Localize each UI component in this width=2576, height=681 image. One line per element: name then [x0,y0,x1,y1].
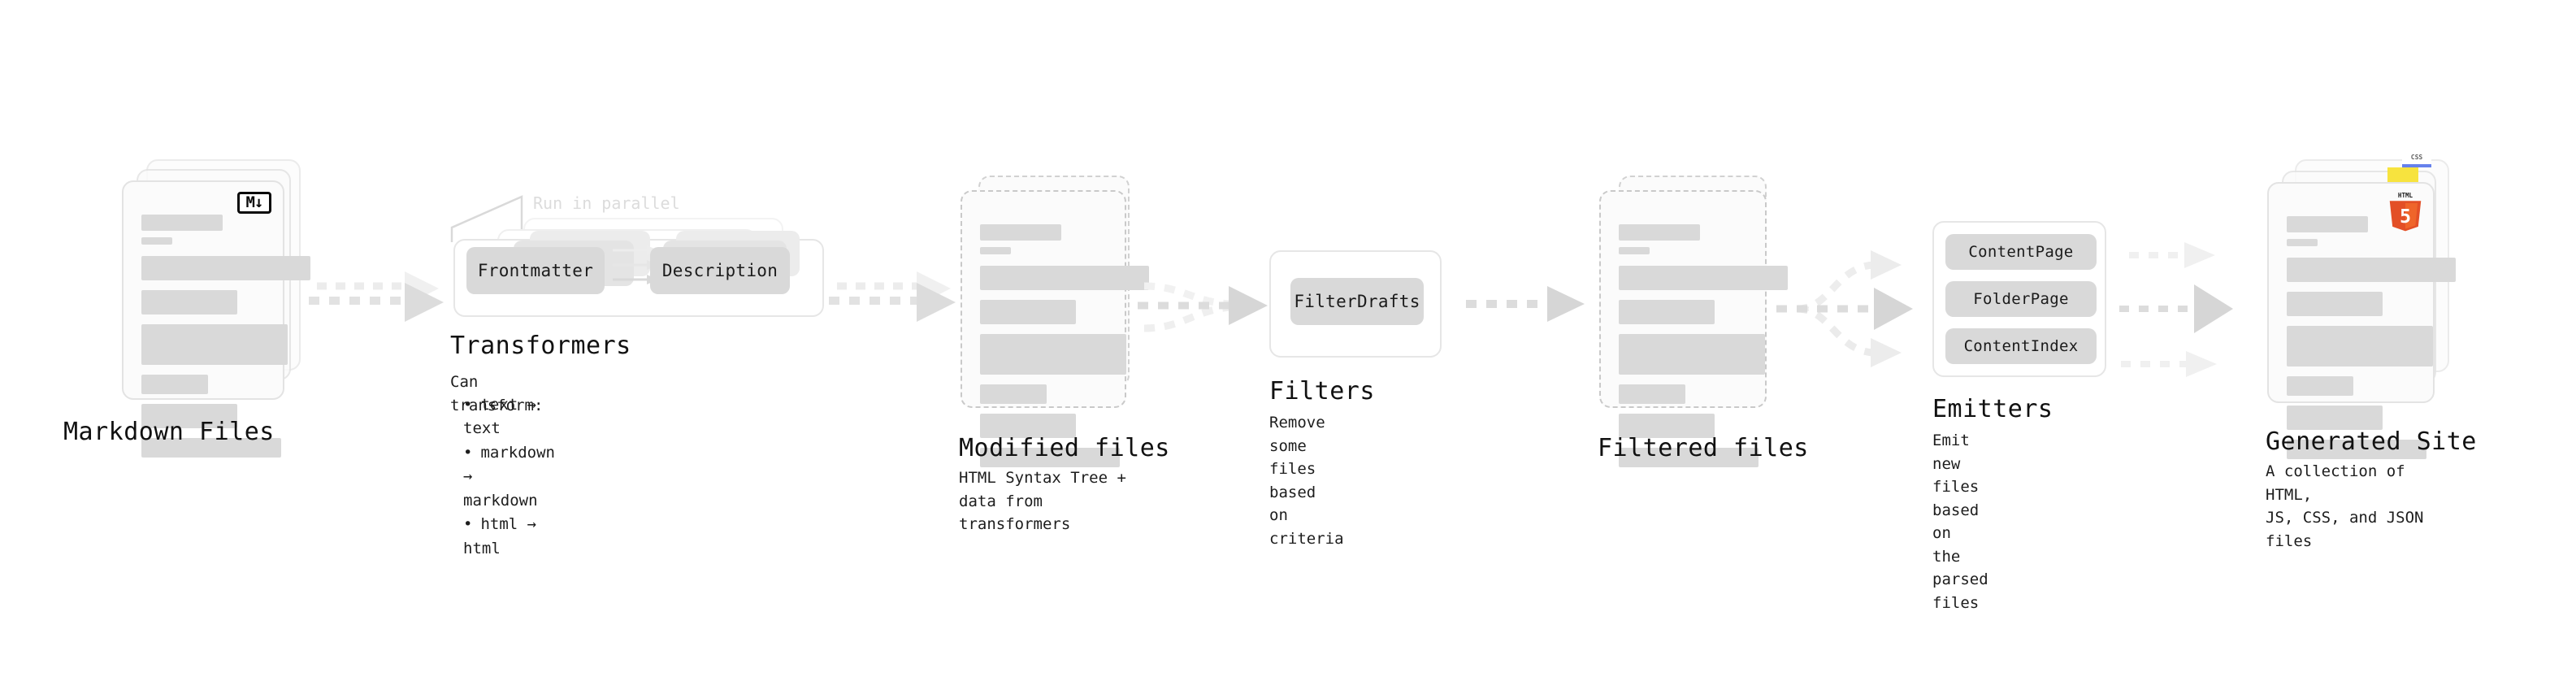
markdown-icon: M↓ [237,192,271,214]
connector-markdown-to-transformers [309,271,444,322]
doc-line-bar [141,324,288,365]
doc-line-bar [980,300,1076,324]
doc-line-bar [980,334,1126,375]
emitter-group: ContentPage FolderPage ContentIndex [1932,221,2106,377]
doc-line-bar [2287,216,2368,232]
doc-line-bar [980,224,1061,241]
subtitle-emitters: Emit new files based on the parsed files [1932,432,1988,612]
emitter-contentindex[interactable]: ContentIndex [1945,328,2097,364]
emitter-folderpage[interactable]: FolderPage [1945,281,2097,317]
file-card-modified [961,190,1149,467]
doc-line-bar [141,215,223,231]
filter-filterdrafts[interactable]: FilterDrafts [1290,278,1424,325]
transform-bullet-list: text → text markdown → markdown html → h… [463,392,555,561]
doc-line-bar [141,404,237,428]
doc-line-bar [1619,247,1650,254]
file-card-filtered [1599,190,1788,467]
page-title-markdown-files: Markdown Files [63,418,275,446]
svg-text:HTML: HTML [2398,192,2413,199]
page-title-filtered-files: Filtered files [1598,434,1809,462]
transformer-group: Frontmatter Description [453,231,824,317]
subtitle-generated-site: A collection of HTML, JS, CSS, and JSON … [2266,462,2424,550]
doc-line-bar [980,247,1011,254]
doc-line-bar [980,266,1149,290]
connector-emitters-to-site [2119,242,2233,377]
doc-line-bar [1619,384,1685,404]
doc-line-bar [1619,224,1700,241]
doc-line-bar [2287,258,2456,282]
transformer-frontmatter[interactable]: Frontmatter [466,247,605,294]
doc-line-bar [1619,334,1765,375]
doc-line-bar [2287,406,2383,430]
doc-line-bar [141,375,208,394]
page-title-transformers: Transformers [450,332,631,360]
transformer-description[interactable]: Description [650,247,790,294]
list-item: text → text [463,393,555,441]
doc-line-bar [980,448,1120,467]
page-title-filters: Filters [1269,377,1375,406]
connector-filters-to-filtered [1466,286,1585,322]
callout-run-in-parallel: Run in parallel [533,193,680,213]
stage-modified-files: Modified files HTML Syntax Tree + data f… [959,176,1169,533]
doc-line-bar [2287,326,2433,367]
doc-line-bar [2287,440,2426,459]
page-title-generated-site: Generated Site [2266,427,2477,456]
connector-modified-to-filters [1138,282,1268,332]
page-title-modified-files: Modified files [959,434,1170,462]
doc-line-bar [141,290,237,314]
doc-line-bar [1619,266,1788,290]
page-title-emitters: Emitters [1932,395,2053,423]
subtitle-modified-files: HTML Syntax Tree + data from transformer… [959,469,1126,533]
doc-content-lines [1619,224,1788,467]
connector-transformers-to-modified [829,271,956,322]
doc-line-bar [1619,300,1715,324]
doc-line-bar [2287,239,2318,246]
doc-line-bar [980,414,1076,438]
list-item: html → html [463,513,555,561]
doc-line-bar [1619,448,1759,467]
doc-line-bar [2287,376,2353,396]
svg-text:5: 5 [2400,205,2411,228]
doc-line-bar [141,256,310,280]
run-in-parallel-bracket [450,195,523,242]
connector-filtered-to-emitters [1776,250,1913,367]
stage-generated-site: CSS HTML 5 Generated Site A collection o… [2266,154,2476,550]
stage-markdown-files: M↓ Markdown Files [63,159,310,458]
html5-icon: HTML 5 [2387,192,2423,236]
emitter-contentpage[interactable]: ContentPage [1945,234,2097,270]
stage-filtered-files: Filtered files [1598,176,1808,467]
file-card-markdown: M↓ [122,180,310,458]
list-item: markdown → markdown [463,441,555,513]
subtitle-filters: Remove some files based on criteria [1269,414,1344,548]
doc-line-bar [1619,414,1715,438]
file-card-generated: HTML 5 [2267,182,2456,459]
doc-content-lines [980,224,1149,467]
doc-content-lines [2287,216,2456,459]
doc-line-bar [980,384,1047,404]
js-icon [2387,167,2418,184]
doc-line-bar [2287,292,2383,316]
doc-line-bar [141,438,281,458]
filter-group: FilterDrafts [1269,250,1442,358]
doc-line-bar [141,237,172,245]
doc-content-lines [141,215,310,458]
css3-icon: CSS [2402,154,2431,167]
